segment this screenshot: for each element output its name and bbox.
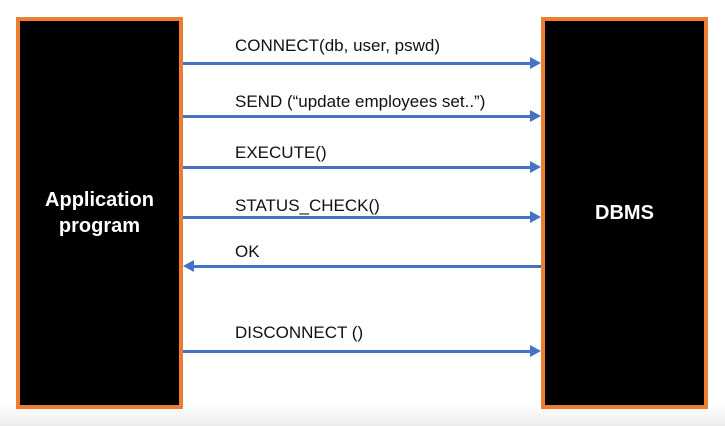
message-label-status-check: STATUS_CHECK() (235, 196, 380, 215)
arrowhead-right-icon (530, 161, 541, 173)
arrowhead-right-icon (530, 345, 541, 357)
arrowhead-right-icon (530, 57, 541, 69)
arrowhead-right-icon (530, 211, 541, 223)
message-label-connect: CONNECT(db, user, pswd) (235, 36, 440, 55)
message-label-execute: EXECUTE() (235, 143, 327, 162)
application-program-label: Application program (45, 189, 154, 237)
slide-backdrop (0, 404, 725, 426)
message-label-send: SEND (“update employees set..”) (235, 92, 486, 111)
arrowhead-right-icon (530, 110, 541, 122)
message-label-disconnect: DISCONNECT () (235, 323, 364, 342)
arrowhead-left-icon (183, 260, 194, 272)
dbms-box: DBMS (541, 17, 708, 409)
application-program-box: Application program (16, 17, 183, 409)
message-label-ok: OK (235, 242, 260, 261)
dbms-label: DBMS (595, 202, 654, 224)
